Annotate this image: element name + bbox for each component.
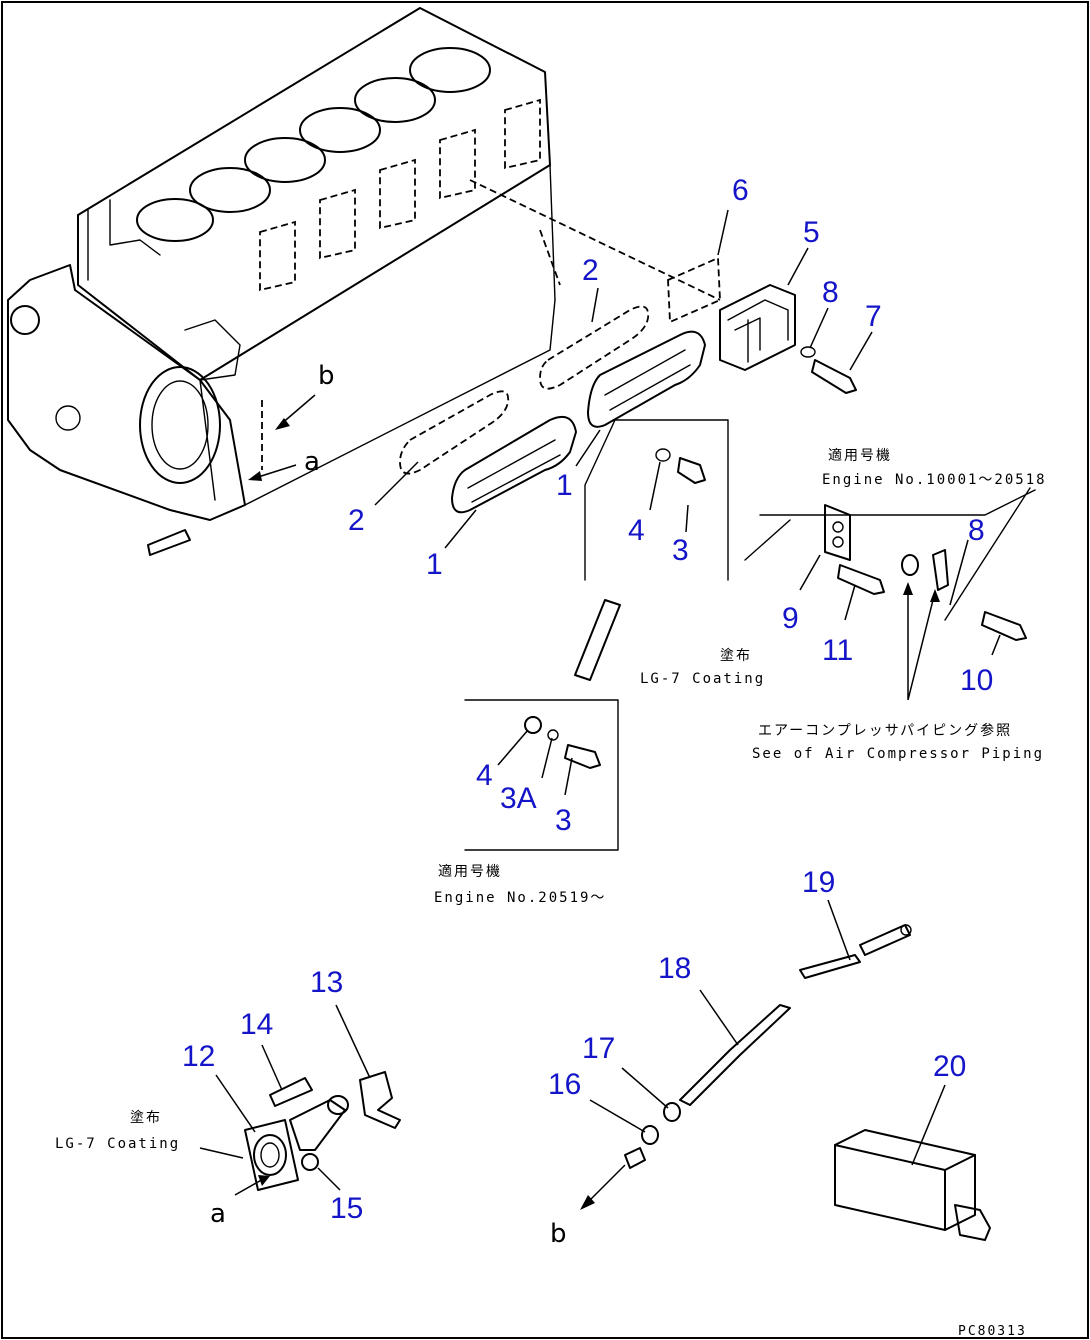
- callout-5: 5: [803, 216, 820, 249]
- callout-2: 2: [582, 254, 599, 287]
- ref-letter-a: a: [210, 1199, 226, 1229]
- coating-note-en: LG-7 Coating: [640, 671, 765, 687]
- callout-8: 8: [968, 514, 985, 547]
- callout-14: 14: [240, 1008, 273, 1041]
- reference-letters: b a a b: [210, 361, 567, 1249]
- callout-4: 4: [476, 759, 493, 792]
- callout-15: 15: [330, 1192, 363, 1225]
- callout-18: 18: [658, 952, 691, 985]
- callout-11: 11: [822, 634, 853, 667]
- coating-note-en: LG-7 Coating: [55, 1136, 180, 1152]
- callout-1: 1: [556, 469, 573, 502]
- annotation-notes: 適用号機 Engine No.10001～20518 塗布 LG-7 Coati…: [55, 447, 1047, 1339]
- applicable-note-en: Engine No.10001～20518: [822, 472, 1047, 488]
- callout-4: 4: [628, 514, 645, 547]
- leader-lines: [199, 209, 1001, 1196]
- ref-letter-b: b: [318, 361, 335, 391]
- callout-9: 9: [782, 602, 799, 635]
- ref-letter-b: b: [550, 1219, 567, 1249]
- callout-3A: 3A: [500, 782, 537, 815]
- fitting-assembly-drawing: [244, 1071, 401, 1191]
- gasket-drawings: [399, 305, 650, 475]
- callout-6: 6: [732, 174, 749, 207]
- inset-bracket-upper: [584, 419, 729, 581]
- dipstick-assembly-drawing: [580, 924, 912, 1210]
- callout-2: 2: [348, 504, 365, 537]
- connector-drawing: [667, 256, 796, 371]
- applicable-note-jp: 適用号機: [438, 863, 502, 880]
- air-compressor-note-en: See of Air Compressor Piping: [752, 746, 1044, 762]
- callout-20: 20: [933, 1050, 966, 1083]
- applicable-note-jp: 適用号機: [828, 447, 892, 464]
- engine-block-drawing: [7, 7, 721, 521]
- bolt-drawings: [147, 346, 1027, 641]
- callout-8: 8: [822, 276, 839, 309]
- cover-drawings: [451, 330, 706, 514]
- callout-1: 1: [426, 548, 443, 581]
- applicable-note-en: Engine No.20519～: [434, 890, 606, 906]
- tool-drawing: [834, 1129, 991, 1241]
- coating-note-jp: 塗布: [720, 647, 752, 664]
- dowel-drawing: [574, 599, 621, 681]
- callout-3: 3: [555, 804, 572, 837]
- callout-numbers: 6 5 8 7 2 2 1 1 4 3 8 9 11 10 4 3A 3 19 …: [182, 174, 993, 1225]
- callout-17: 17: [582, 1032, 615, 1065]
- callout-7: 7: [865, 300, 882, 333]
- inset-bracket-lower: [464, 699, 619, 851]
- lower-inset-parts: [524, 716, 601, 769]
- callout-3: 3: [672, 534, 689, 567]
- inset-bracket-right: [759, 487, 1036, 621]
- callout-13: 13: [310, 966, 343, 999]
- callout-19: 19: [802, 866, 835, 899]
- callout-12: 12: [182, 1040, 215, 1073]
- sheet-code: PC80313: [958, 1324, 1027, 1339]
- coating-note-jp: 塗布: [130, 1109, 162, 1126]
- ref-letter-a: a: [304, 447, 320, 477]
- air-compressor-note-jp: エアーコンプレッサパイピング参照: [758, 722, 1012, 739]
- callout-10: 10: [960, 664, 993, 697]
- callout-16: 16: [548, 1068, 581, 1101]
